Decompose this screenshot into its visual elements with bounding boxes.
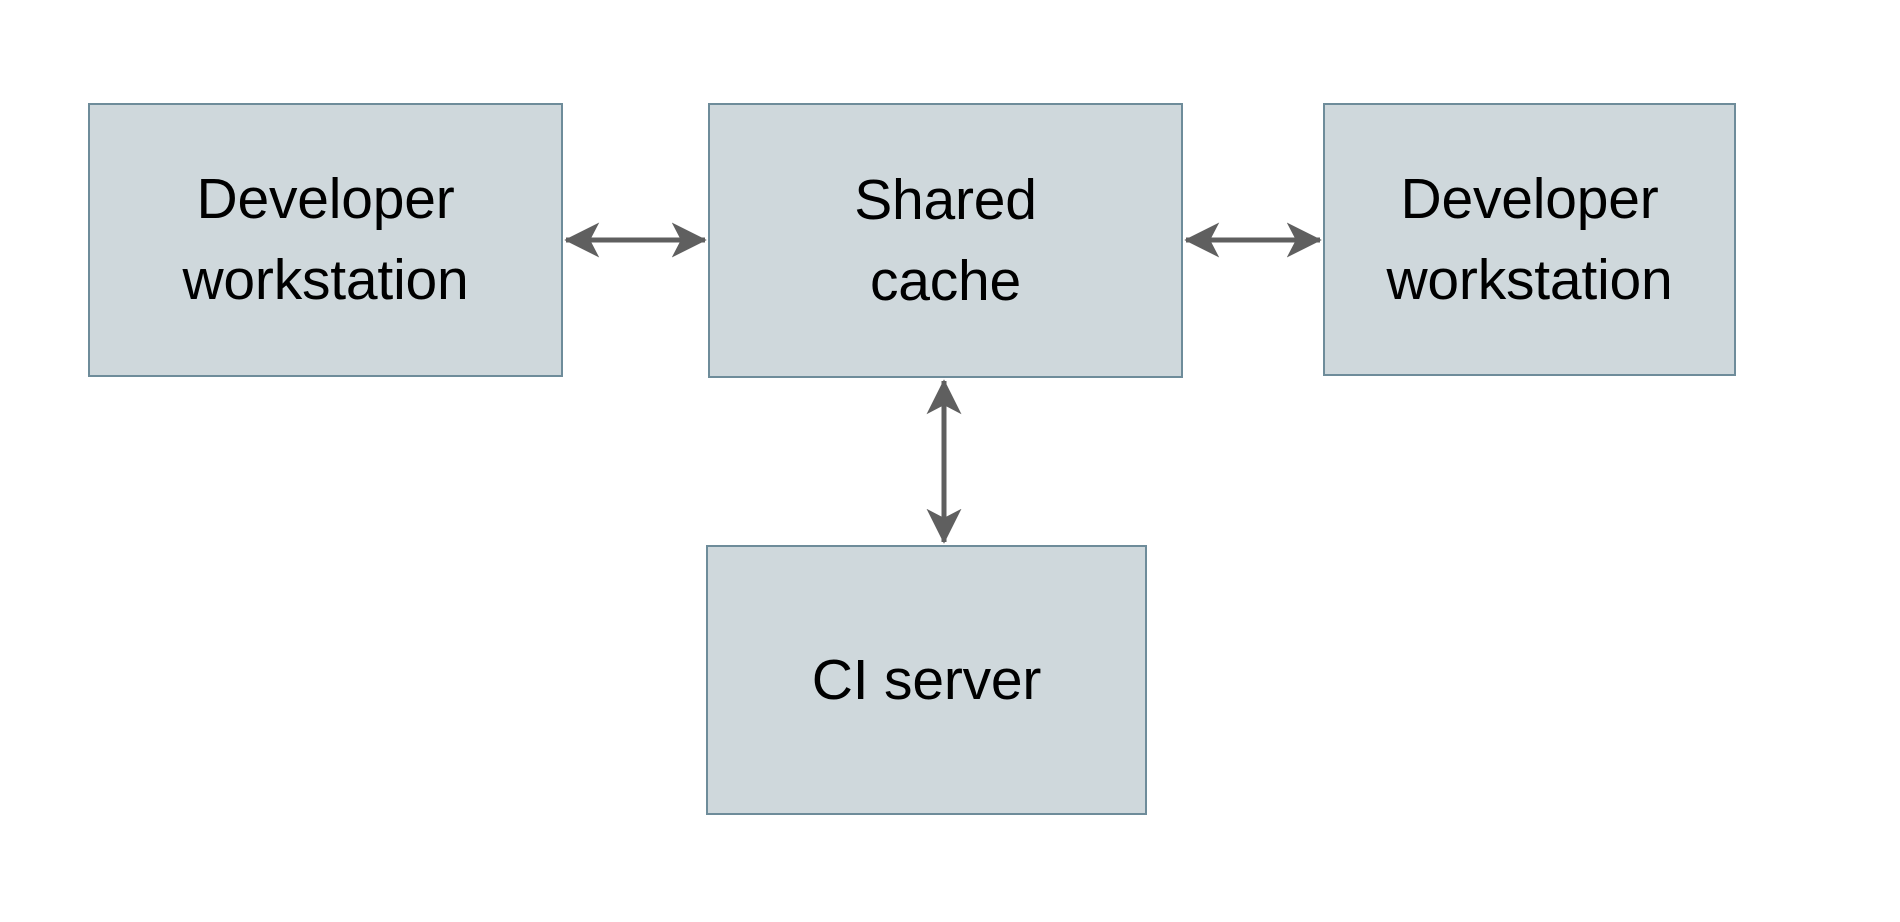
shared-cache[interactable]: Shared cache (708, 103, 1183, 378)
ci-server[interactable]: CI server (706, 545, 1147, 815)
ci-server-label: CI server (811, 647, 1042, 712)
developer-workstation-left[interactable]: Developer workstation (88, 103, 563, 377)
shared-cache-label: Shared cache (854, 167, 1037, 313)
developer-workstation-left-label: Developer workstation (182, 167, 469, 312)
developer-workstation-right-label: Developer workstation (1386, 166, 1673, 312)
developer-workstation-right[interactable]: Developer workstation (1323, 103, 1736, 376)
